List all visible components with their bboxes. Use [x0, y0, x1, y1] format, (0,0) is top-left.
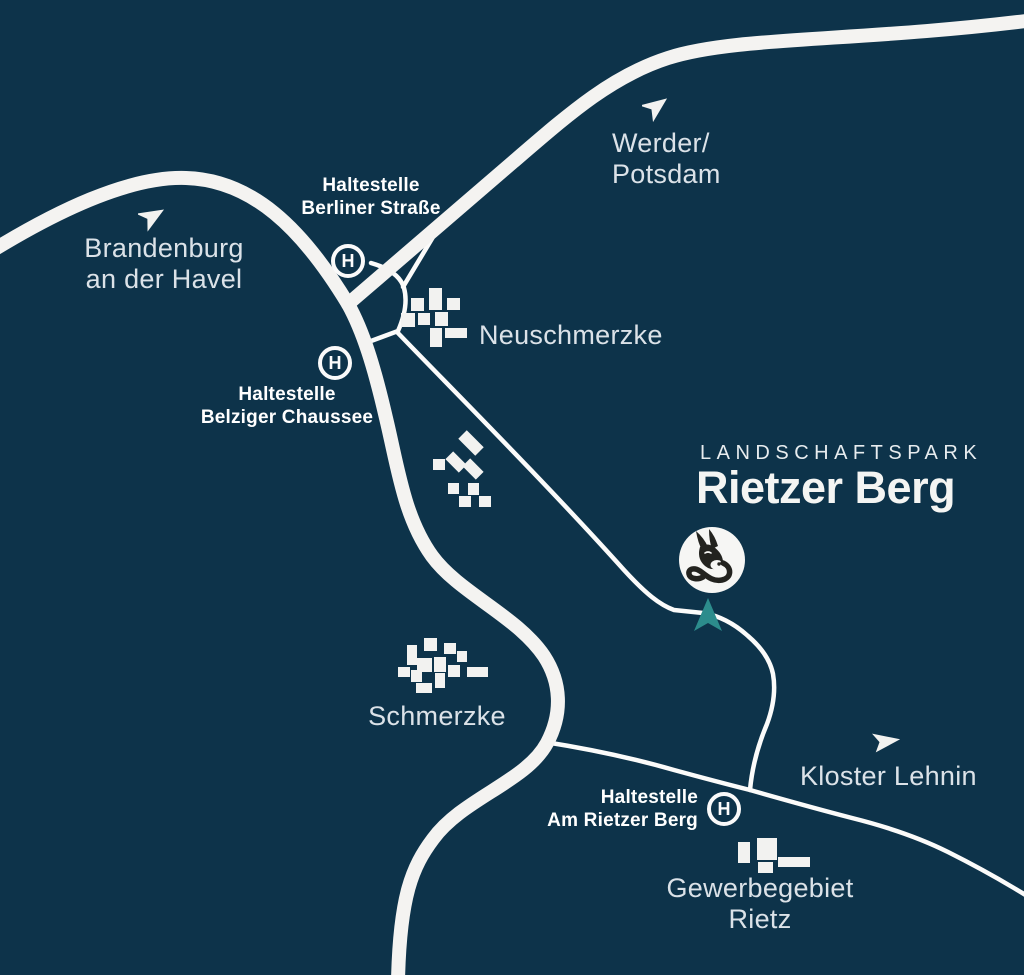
road-park-access [394, 329, 777, 793]
donkey-logo-icon [679, 527, 745, 593]
bus-stop-icon-am-rietzer-berg: H [707, 792, 741, 826]
brandenburg-direction-arrow-icon [138, 209, 165, 232]
road-main [0, 170, 565, 975]
place-label-kloster-lehnin: Kloster Lehnin [800, 761, 977, 791]
stop-label-berliner-strasse: Haltestelle Berliner Straße [301, 175, 441, 219]
road-rietz [542, 739, 1024, 897]
park-kicker: LANDSCHAFTSPARK [700, 442, 983, 464]
place-label-werder-potsdam: Werder/ Potsdam [612, 128, 721, 189]
buildings-neuschmerzke [401, 288, 467, 347]
place-label-gewerbegebiet-rietz: Gewerbegebiet Rietz [666, 873, 854, 934]
bus-stop-icon-berliner-strasse: H [331, 244, 365, 278]
buildings-schmerzke [398, 638, 488, 693]
place-label-schmerzke: Schmerzke [368, 701, 506, 731]
stop-label-am-rietzer-berg: Haltestelle Am Rietzer Berg [547, 787, 698, 831]
road-werder [341, 14, 1024, 311]
park-marker-arrow-icon [694, 598, 722, 631]
kloster-direction-arrow-icon [872, 733, 901, 753]
bus-stop-icon-belziger-chaussee: H [318, 346, 352, 380]
park-title: Rietzer Berg [696, 462, 956, 513]
place-label-brandenburg: Brandenburg an der Havel [84, 233, 244, 294]
werder-direction-arrow-icon [642, 98, 668, 123]
buildings-gewerbegebiet [738, 838, 810, 873]
place-label-neuschmerzke: Neuschmerzke [479, 320, 663, 350]
stop-label-belziger-chaussee: Haltestelle Belziger Chaussee [200, 384, 374, 428]
buildings-mid-cluster [433, 430, 491, 507]
